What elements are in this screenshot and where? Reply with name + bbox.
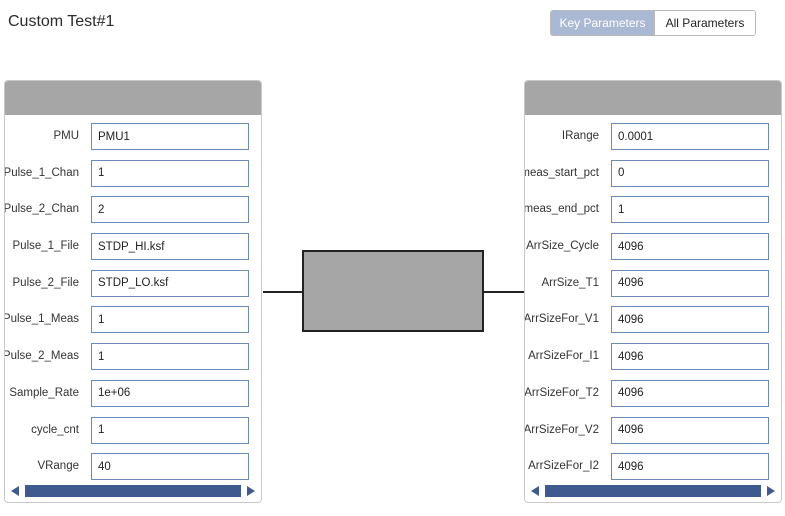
scroll-right-arrow-icon[interactable] — [767, 486, 775, 496]
param-label: ArrSizeFor_I2 — [528, 460, 599, 473]
param-label: VRange — [37, 460, 79, 473]
parameter-view-toggle: Key Parameters All Parameters — [550, 10, 756, 36]
param-row-cycle-cnt: cycle_cnt — [5, 415, 261, 452]
param-label: Pulse_2_File — [12, 276, 79, 289]
param-row-arrsizefor-v1: ArrSizeFor_V1 — [525, 304, 781, 341]
all-parameters-tab[interactable]: All Parameters — [655, 11, 755, 35]
test-module-block[interactable] — [302, 250, 484, 332]
right-panel-header — [525, 81, 781, 115]
scrollbar-thumb[interactable] — [545, 485, 761, 497]
param-label: Sample_Rate — [9, 386, 79, 399]
param-input-arrsizefor-v2[interactable] — [611, 416, 769, 444]
param-row-arrsizefor-i1: ArrSizeFor_I1 — [525, 341, 781, 378]
right-parameter-panel: IRange meas_start_pct meas_end_pct ArrSi… — [524, 80, 782, 503]
param-input-meas-start-pct[interactable] — [611, 159, 769, 187]
page-title: Custom Test#1 — [8, 13, 115, 30]
left-parameter-panel: PMU Pulse_1_Chan Pulse_2_Chan Pulse_1_Fi… — [4, 80, 262, 503]
param-label: Pulse_1_File — [12, 240, 79, 253]
param-input-vrange[interactable] — [91, 453, 249, 481]
left-horizontal-scrollbar[interactable] — [9, 484, 257, 498]
param-row-pulse-2-meas: Pulse_2_Meas — [5, 341, 261, 378]
param-label: cycle_cnt — [31, 423, 79, 436]
param-input-arrsize-t1[interactable] — [611, 269, 769, 297]
param-input-pulse-1-file[interactable] — [91, 233, 249, 261]
param-row-arrsizefor-t2: ArrSizeFor_T2 — [525, 378, 781, 415]
param-row-arrsizefor-i2: ArrSizeFor_I2 — [525, 451, 781, 488]
param-row-sample-rate: Sample_Rate — [5, 378, 261, 415]
param-input-pulse-2-chan[interactable] — [91, 196, 249, 224]
param-input-pulse-2-meas[interactable] — [91, 343, 249, 371]
param-input-arrsizefor-v1[interactable] — [611, 306, 769, 334]
param-input-arrsizefor-t2[interactable] — [611, 379, 769, 407]
param-label: ArrSizeFor_T2 — [524, 386, 599, 399]
param-label: Pulse_1_Meas — [4, 313, 79, 326]
param-row-pulse-1-meas: Pulse_1_Meas — [5, 304, 261, 341]
param-label: ArrSizeFor_I1 — [528, 350, 599, 363]
param-label: PMU — [53, 130, 79, 142]
param-label: ArrSize_T1 — [541, 276, 599, 289]
param-row-irange: IRange — [525, 121, 781, 158]
param-row-arrsize-cycle: ArrSize_Cycle — [525, 231, 781, 268]
param-label: IRange — [561, 130, 599, 142]
param-input-pulse-1-meas[interactable] — [91, 306, 249, 334]
param-label: ArrSizeFor_V1 — [524, 313, 599, 326]
param-label: meas_end_pct — [524, 203, 599, 216]
param-input-pulse-1-chan[interactable] — [91, 159, 249, 187]
param-label: Pulse_2_Meas — [4, 350, 79, 363]
scroll-left-arrow-icon[interactable] — [11, 486, 19, 496]
left-panel-header — [5, 81, 261, 115]
scrollbar-thumb[interactable] — [25, 485, 241, 497]
param-row-pulse-1-chan: Pulse_1_Chan — [5, 158, 261, 195]
param-input-sample-rate[interactable] — [91, 379, 249, 407]
key-parameters-tab[interactable]: Key Parameters — [551, 11, 655, 35]
param-input-cycle-cnt[interactable] — [91, 416, 249, 444]
param-label: Pulse_2_Chan — [4, 203, 79, 216]
param-input-meas-end-pct[interactable] — [611, 196, 769, 224]
param-input-arrsizefor-i1[interactable] — [611, 343, 769, 371]
param-label: ArrSizeFor_V2 — [524, 423, 599, 436]
right-parameter-list: IRange meas_start_pct meas_end_pct ArrSi… — [525, 121, 781, 488]
param-row-meas-start-pct: meas_start_pct — [525, 158, 781, 195]
param-row-pulse-2-file: Pulse_2_File — [5, 268, 261, 305]
param-row-meas-end-pct: meas_end_pct — [525, 194, 781, 231]
param-label: meas_start_pct — [524, 166, 599, 179]
param-row-pulse-1-file: Pulse_1_File — [5, 231, 261, 268]
scroll-right-arrow-icon[interactable] — [247, 486, 255, 496]
scroll-left-arrow-icon[interactable] — [531, 486, 539, 496]
param-input-pulse-2-file[interactable] — [91, 269, 249, 297]
param-input-pmu[interactable] — [91, 123, 249, 150]
right-connector-line — [484, 291, 524, 293]
param-input-arrsize-cycle[interactable] — [611, 233, 769, 261]
left-connector-line — [263, 291, 302, 293]
param-row-vrange: VRange — [5, 451, 261, 488]
right-horizontal-scrollbar[interactable] — [529, 484, 777, 498]
param-label: Pulse_1_Chan — [4, 166, 79, 179]
param-row-arrsizefor-v2: ArrSizeFor_V2 — [525, 415, 781, 452]
param-row-arrsize-t1: ArrSize_T1 — [525, 268, 781, 305]
param-input-arrsizefor-i2[interactable] — [611, 453, 769, 481]
param-row-pulse-2-chan: Pulse_2_Chan — [5, 194, 261, 231]
left-parameter-list: PMU Pulse_1_Chan Pulse_2_Chan Pulse_1_Fi… — [5, 121, 261, 488]
param-label: ArrSize_Cycle — [526, 240, 599, 253]
param-row-pmu: PMU — [5, 121, 261, 158]
param-input-irange[interactable] — [611, 123, 769, 150]
